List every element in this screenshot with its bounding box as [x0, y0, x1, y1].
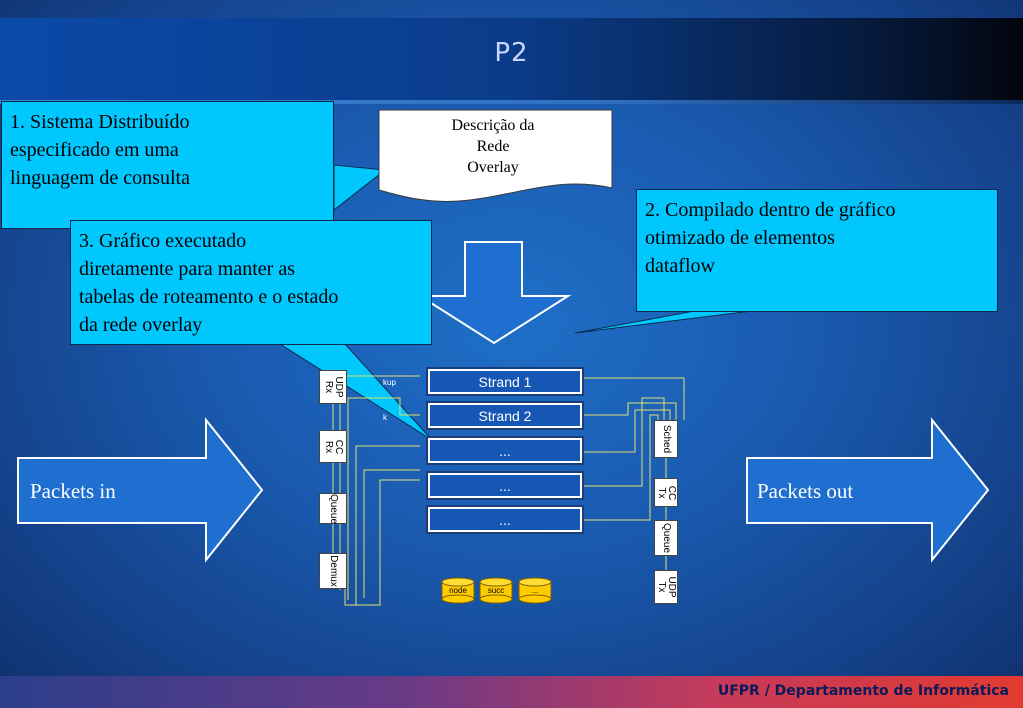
table-more	[518, 577, 552, 604]
strand-4: ...	[426, 471, 584, 500]
footer-text: UFPR / Departamento de Informática	[717, 683, 1009, 699]
strand-3-label: ...	[430, 440, 580, 461]
demux-label: Demux	[328, 555, 339, 587]
callout-line: da rede overlay	[79, 314, 203, 336]
cc-rx-label: CC Rx	[323, 439, 344, 454]
packets-out-arrow	[746, 417, 990, 563]
cc-tx-element: CC Tx	[654, 478, 678, 507]
strand-1-label: Strand 1	[430, 371, 580, 392]
strand-2-label: Strand 2	[430, 405, 580, 426]
callout-line: tabelas de roteamento e o estado	[79, 286, 339, 308]
callout-line: diretamente para manter as	[79, 258, 295, 280]
table-more-label: ...	[531, 586, 539, 595]
strand-3: ...	[426, 436, 584, 465]
queue-out-label: Queue	[661, 522, 672, 554]
strand-1: Strand 1	[426, 367, 584, 396]
demux-element: Demux	[319, 553, 347, 589]
table-succ-label: succ	[487, 586, 505, 595]
sched-element: Sched	[654, 420, 678, 458]
lookup-label-fragment-2: k	[383, 413, 387, 422]
callout-compiled: 2. Compilado dentro de gráfico otimizado…	[636, 189, 998, 312]
callout-1-pointer	[333, 164, 387, 212]
overlay-description-document	[378, 109, 613, 202]
udp-tx-element: UDP Tx	[654, 570, 678, 604]
packets-in-arrow	[17, 417, 264, 563]
udp-tx-label: UDP Tx	[656, 576, 677, 598]
callout-line: otimizado de elementos	[645, 227, 835, 249]
queue-in-label: Queue	[328, 493, 339, 524]
callout-distributed-system: 1. Sistema Distribuído especificado em u…	[1, 101, 334, 229]
strand-5-label: ...	[430, 509, 580, 530]
callout-2-pointer	[574, 309, 761, 334]
down-arrow	[416, 241, 572, 345]
strand-5: ...	[426, 505, 584, 534]
callout-3-pointer	[278, 343, 433, 441]
callout-line: 2. Compilado dentro de gráfico	[645, 199, 896, 221]
packets-in-label: Packets in	[30, 479, 116, 503]
udp-rx-label: UDP Rx	[323, 376, 344, 398]
title-bar	[0, 18, 1023, 104]
callout-line: especificado em uma	[10, 139, 179, 161]
table-succ	[479, 577, 513, 604]
sched-label: Sched	[661, 424, 672, 454]
document-line: Descrição da	[451, 117, 535, 134]
slide-title: P2	[494, 38, 529, 68]
callout-graph-executed: 3. Gráfico executado diretamente para ma…	[70, 220, 432, 345]
callout-line: linguagem de consulta	[10, 167, 190, 189]
strand-2: Strand 2	[426, 401, 584, 430]
table-node-label: node	[449, 586, 467, 595]
queue-in-element: Queue	[319, 493, 347, 524]
callout-line: dataflow	[645, 255, 715, 277]
callout-line: 3. Gráfico executado	[79, 230, 247, 252]
queue-out-element: Queue	[654, 520, 678, 556]
udp-rx-element: UDP Rx	[319, 370, 347, 404]
cc-rx-element: CC Rx	[319, 430, 347, 463]
cc-tx-label: CC Tx	[656, 485, 677, 500]
callout-line: 1. Sistema Distribuído	[10, 111, 190, 133]
state-tables	[441, 577, 552, 604]
document-line: Overlay	[467, 159, 519, 176]
strand-4-label: ...	[430, 475, 580, 496]
document-line: Rede	[476, 138, 510, 155]
lookup-label-fragment: kup	[383, 378, 396, 387]
packets-out-label: Packets out	[757, 479, 854, 503]
table-node	[441, 577, 475, 604]
document-text: Descrição da Rede Overlay	[398, 115, 588, 178]
footer-bar: UFPR / Departamento de Informática	[0, 676, 1023, 708]
